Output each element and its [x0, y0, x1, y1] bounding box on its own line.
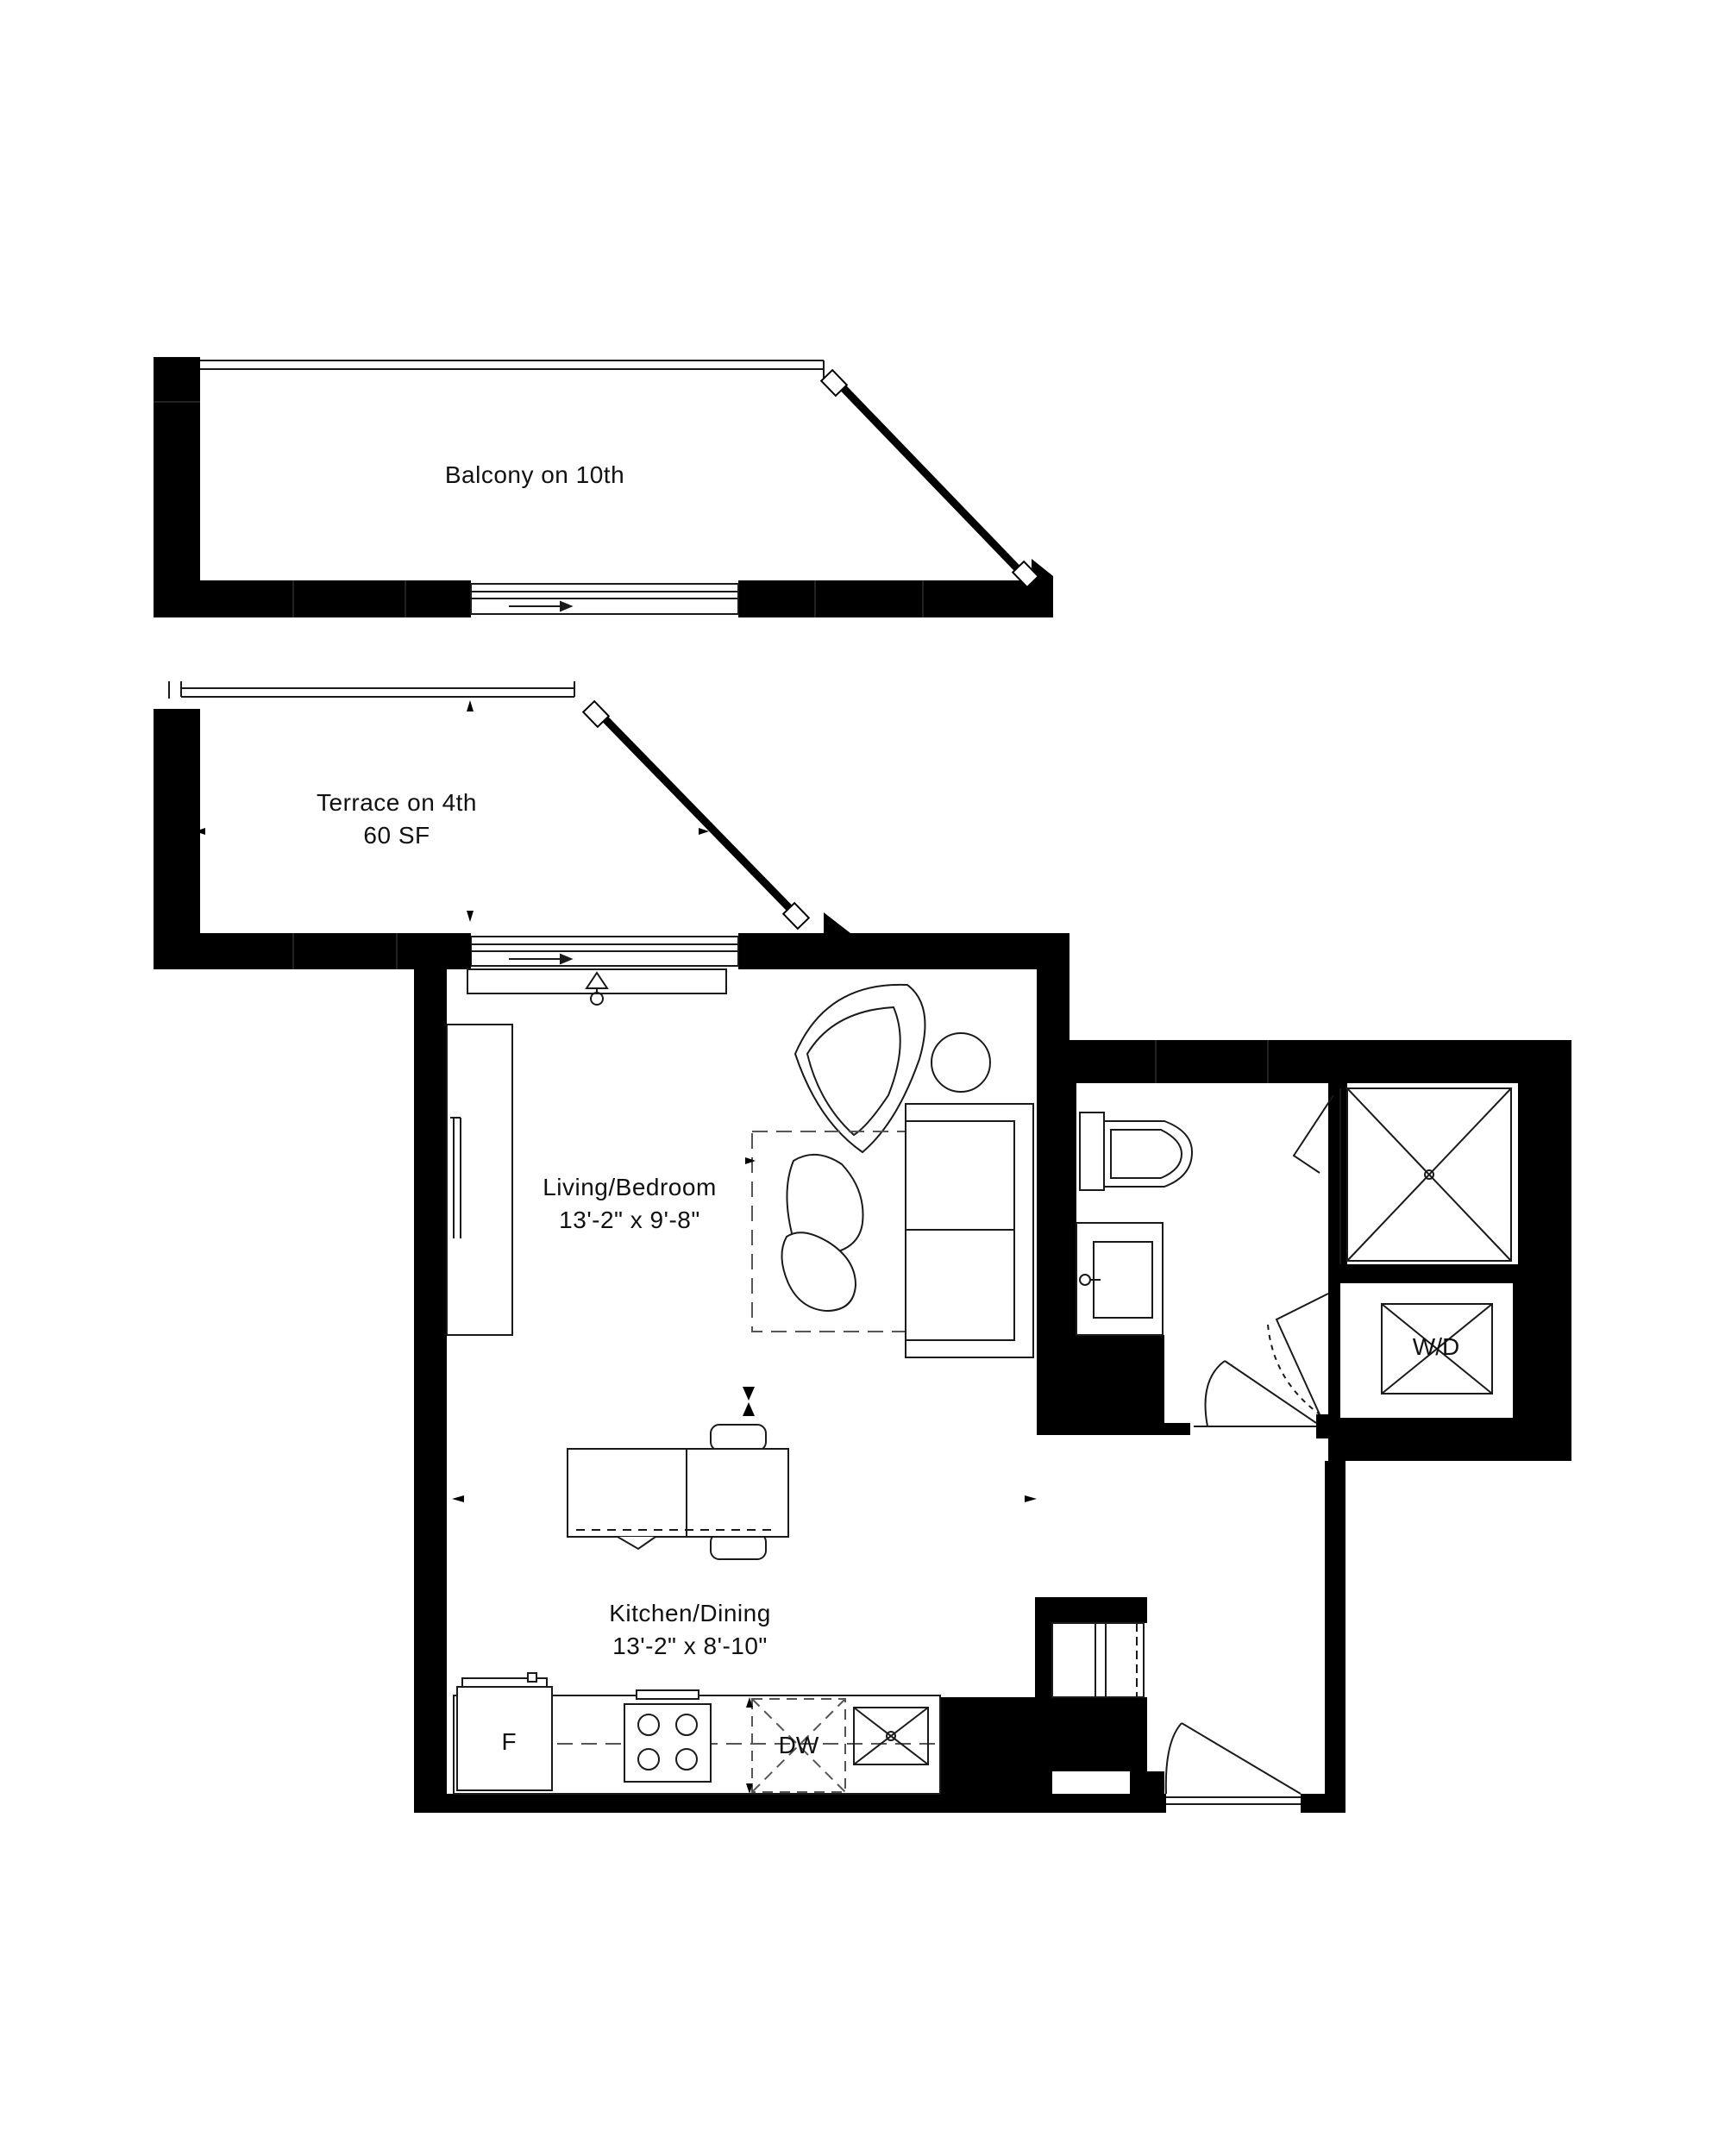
terrace-name: Terrace on 4th — [317, 789, 477, 816]
armchair — [794, 983, 926, 1154]
fridge — [456, 1672, 553, 1791]
terrace-railing — [168, 681, 575, 699]
terrace-dimension-arrows — [195, 700, 709, 922]
living-label: Living/Bedroom 13'-2" x 9'-8" — [474, 1171, 785, 1237]
cooktop — [624, 1689, 712, 1783]
dining-arrows — [452, 1157, 1037, 1502]
terrace-sliding-door — [470, 936, 739, 967]
sofa — [905, 1103, 1034, 1358]
side-table — [931, 1032, 991, 1093]
kitchen-label: Kitchen/Dining 13'-2" x 8'-10" — [535, 1597, 845, 1663]
dining-table — [567, 1424, 789, 1560]
terrace-area: 60 SF — [363, 822, 430, 849]
dishwasher-label: DW — [778, 1732, 819, 1758]
terrace-label: Terrace on 4th 60 SF — [242, 787, 552, 852]
shower — [1292, 1087, 1512, 1264]
kitchen-name: Kitchen/Dining — [609, 1600, 771, 1626]
kitchen-dims: 13'-2" x 8'-10" — [612, 1633, 768, 1659]
terrace-glass-wall — [581, 699, 811, 931]
balcony-name: Balcony on 10th — [444, 461, 625, 488]
wall-joints — [154, 401, 1269, 1083]
living-dims: 13'-2" x 9'-8" — [559, 1206, 700, 1233]
living-name: Living/Bedroom — [543, 1174, 717, 1200]
toilet — [1079, 1112, 1194, 1191]
washer-dryer-label: W/D — [1412, 1333, 1460, 1360]
closet-interior — [1051, 1622, 1145, 1698]
fridge-label: F — [501, 1728, 517, 1755]
dishwasher-arrows — [746, 1697, 753, 1794]
balcony-label: Balcony on 10th — [362, 459, 707, 492]
washer-dryer — [1381, 1303, 1493, 1395]
balcony-walls — [154, 357, 1053, 617]
balcony-railing — [200, 360, 825, 379]
kitchen-sink — [853, 1707, 929, 1765]
thermostat-icon — [585, 971, 609, 1006]
vanity — [1076, 1222, 1164, 1336]
unit-walls — [414, 933, 1571, 1813]
coffee-tables — [781, 1154, 864, 1313]
doors — [1164, 1293, 1329, 1805]
balcony-sliding-door — [470, 583, 739, 615]
wardrobe — [446, 1024, 513, 1336]
dishwasher — [751, 1698, 846, 1793]
balcony-glass-wall — [819, 368, 1040, 589]
